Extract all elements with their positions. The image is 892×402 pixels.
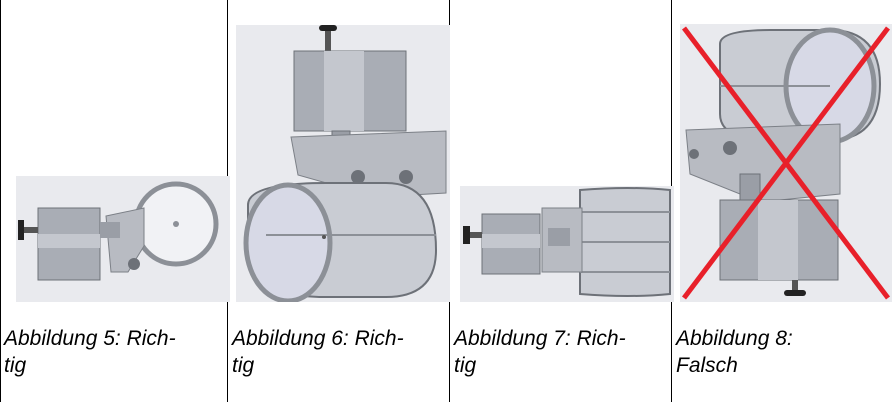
wrong-cross-line-2 <box>682 26 890 300</box>
figure-7-caption: Abbildung 7: Rich- tig <box>454 325 626 379</box>
figure-8-image <box>680 24 892 302</box>
figure-8-caption-line1: Abbildung 8: <box>676 327 793 350</box>
figure-cell-8: Abbildung 8: Falsch <box>672 0 892 402</box>
figure-cell-5: Abbildung 5: Rich- tig <box>0 0 230 402</box>
figure-7-caption-line1: Abbildung 7: Rich- <box>454 327 626 350</box>
table-border-left <box>0 0 1 402</box>
figure-8-caption: Abbildung 8: Falsch <box>676 325 793 379</box>
damper-motor-side-drawing <box>460 186 674 302</box>
figure-5-image <box>16 176 230 302</box>
damper-motor-top-drawing <box>236 25 450 302</box>
figure-7-image <box>460 186 674 302</box>
figure-cell-7: Abbildung 7: Rich- tig <box>450 0 674 402</box>
figure-6-image <box>236 25 450 302</box>
figure-6-caption: Abbildung 6: Rich- tig <box>232 325 404 379</box>
figure-5-caption: Abbildung 5: Rich- tig <box>4 325 176 379</box>
figure-7-caption-line2: tig <box>454 354 477 377</box>
damper-motor-bottom-drawing <box>680 24 892 302</box>
figure-6-caption-line2: tig <box>232 354 255 377</box>
figure-cell-6: Abbildung 6: Rich- tig <box>228 0 450 402</box>
figure-8-caption-line2: Falsch <box>676 354 738 377</box>
figure-5-caption-line1: Abbildung 5: Rich- <box>4 327 176 350</box>
figure-6-caption-line1: Abbildung 6: Rich- <box>232 327 404 350</box>
damper-motor-left-drawing <box>16 176 230 302</box>
figure-5-caption-line2: tig <box>4 354 27 377</box>
